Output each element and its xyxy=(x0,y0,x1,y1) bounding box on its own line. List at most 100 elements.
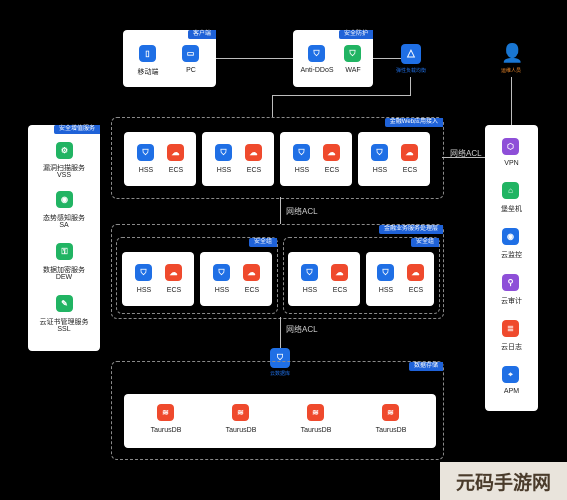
elb-horizontal-line xyxy=(272,95,411,96)
hss-icon: ⛉ xyxy=(371,144,388,161)
ecs-label: ECS xyxy=(166,287,182,294)
waf-icon: ⛉ xyxy=(344,45,361,62)
ecs-icon: ☁ xyxy=(407,264,424,281)
hss-icon: ⛉ xyxy=(377,264,394,281)
taurusdb-icon-4: ≋ xyxy=(382,404,399,421)
vulnerability-scan-icon: ⚙ xyxy=(56,142,73,159)
hss-icon: ⛉ xyxy=(301,264,318,281)
taurusdb-icon-2: ≋ xyxy=(232,404,249,421)
cloud-log-icon: ≣ xyxy=(502,320,519,337)
user-label: 运维人员 xyxy=(500,68,521,74)
ssl-abbr: SSL xyxy=(57,326,71,333)
load-balancer-icon: △ xyxy=(401,44,421,64)
biz-zone-tag: 金融业务服务处理层 xyxy=(378,225,443,234)
database-gateway-icon: ⛉ xyxy=(270,348,290,368)
storage-zone: 数据存储 xyxy=(111,361,444,460)
web-node-4: ⛉ ☁ HSS ECS xyxy=(358,132,430,186)
apm-icon: ⌖ xyxy=(502,366,519,383)
vpn-icon: ⬡ xyxy=(502,138,519,155)
ecs-label: ECS xyxy=(324,167,340,174)
hss-label: HSS xyxy=(216,167,232,174)
bastion-icon: ⌂ xyxy=(502,182,519,199)
vpn-label: VPN xyxy=(504,160,519,167)
hss-icon: ⛉ xyxy=(213,264,230,281)
security-group-2: 安全组 xyxy=(283,237,440,314)
vss-name: 漏洞扫描服务 xyxy=(43,165,85,172)
client-tag: 客户端 xyxy=(187,30,216,39)
ssl-name: 云证书管理服务 xyxy=(39,319,89,326)
security-group-1: 安全组 xyxy=(116,237,278,314)
mobile-label: 移动端 xyxy=(137,69,159,76)
situation-awareness-icon: ◉ xyxy=(56,191,73,208)
cloud-audit-icon: ⚲ xyxy=(502,274,519,291)
dew-abbr: DEW xyxy=(55,274,73,281)
ecs-icon: ☁ xyxy=(167,144,184,161)
hss-icon: ⛉ xyxy=(137,144,154,161)
value-added-tag: 安全增值服务 xyxy=(53,125,100,134)
ecs-label: ECS xyxy=(332,287,348,294)
biz-node-3: ⛉ ☁ HSS ECS xyxy=(288,252,360,306)
value-added-card: 安全增值服务 ⚙ 漏洞扫描服务 VSS ◉ 态势感知服务 SA ⚿ 数据加密服务… xyxy=(28,125,100,351)
web-node-2: ⛉ ☁ HSS ECS xyxy=(202,132,274,186)
taurusdb-icon-1: ≋ xyxy=(157,404,174,421)
ecs-icon: ☁ xyxy=(401,144,418,161)
sa-abbr: SA xyxy=(59,222,69,229)
certificate-icon: ✎ xyxy=(56,295,73,312)
biz-node-4: ⛉ ☁ HSS ECS xyxy=(366,252,434,306)
hss-label: HSS xyxy=(294,167,310,174)
user-icon: 👤 xyxy=(501,43,524,63)
cloud-audit-label: 云审计 xyxy=(501,298,522,305)
cloud-log-label: 云日志 xyxy=(501,344,522,351)
acl-label-2: 网络ACL xyxy=(286,325,318,334)
ecs-icon: ☁ xyxy=(243,264,260,281)
storage-zone-tag: 数据存储 xyxy=(408,362,443,371)
apm-label: APM xyxy=(503,388,520,395)
hss-icon: ⛉ xyxy=(135,264,152,281)
sa-name: 态势感知服务 xyxy=(43,215,85,222)
security-group-tag-1: 安全组 xyxy=(248,238,277,247)
elb-down-line xyxy=(410,77,411,95)
biz-zone: 金融业务服务处理层 xyxy=(111,224,444,319)
vss-abbr: VSS xyxy=(56,172,71,179)
client-to-protect-line xyxy=(216,58,293,59)
ecs-label: ECS xyxy=(408,287,424,294)
biz-node-2: ⛉ ☁ HSS ECS xyxy=(200,252,272,306)
acl-label-right: 网络ACL xyxy=(450,149,482,158)
pc-label: PC xyxy=(186,67,196,74)
user-to-ops-line xyxy=(511,77,512,125)
protect-card: 安全防护 ⛉ ⛉ Anti-DDoS WAF xyxy=(293,30,373,87)
web-node-1: ⛉ ☁ HSS ECS xyxy=(124,132,196,186)
hss-label: HSS xyxy=(214,287,230,294)
web-zone: 金融Web应用接入 xyxy=(111,117,444,199)
dew-name: 数据加密服务 xyxy=(43,267,85,274)
anti-ddos-icon: ⛉ xyxy=(308,45,325,62)
hss-label: HSS xyxy=(136,287,152,294)
ecs-label: ECS xyxy=(402,167,418,174)
web-zone-tag: 金融Web应用接入 xyxy=(384,118,443,127)
mobile-icon: ▯ xyxy=(139,45,156,62)
waf-label: WAF xyxy=(345,67,361,74)
hss-icon: ⛉ xyxy=(215,144,232,161)
taurusdb-label-1: TaurusDB xyxy=(150,427,182,434)
biz-node-1: ⛉ ☁ HSS ECS xyxy=(122,252,194,306)
ecs-label: ECS xyxy=(168,167,184,174)
hss-label: HSS xyxy=(138,167,154,174)
ecs-icon: ☁ xyxy=(165,264,182,281)
elb-to-web-line xyxy=(272,95,273,117)
protect-to-elb-line xyxy=(373,58,401,59)
cloud-monitor-label: 云监控 xyxy=(501,252,522,259)
anti-ddos-label: Anti-DDoS xyxy=(300,67,334,74)
web-to-biz-line xyxy=(280,197,281,224)
site-watermark: 元码手游网 xyxy=(440,462,567,500)
hss-label: HSS xyxy=(378,287,394,294)
storage-card: ≋ TaurusDB ≋ TaurusDB ≋ TaurusDB ≋ Tauru… xyxy=(124,394,436,448)
ecs-icon: ☁ xyxy=(245,144,262,161)
load-balancer-label: 弹性负载均衡 xyxy=(395,68,426,74)
web-node-3: ⛉ ☁ HSS ECS xyxy=(280,132,352,186)
taurusdb-label-3: TaurusDB xyxy=(300,427,332,434)
taurusdb-label-2: TaurusDB xyxy=(225,427,257,434)
ecs-label: ECS xyxy=(246,167,262,174)
hss-icon: ⛉ xyxy=(293,144,310,161)
ecs-icon: ☁ xyxy=(331,264,348,281)
protect-tag: 安全防护 xyxy=(338,30,373,39)
